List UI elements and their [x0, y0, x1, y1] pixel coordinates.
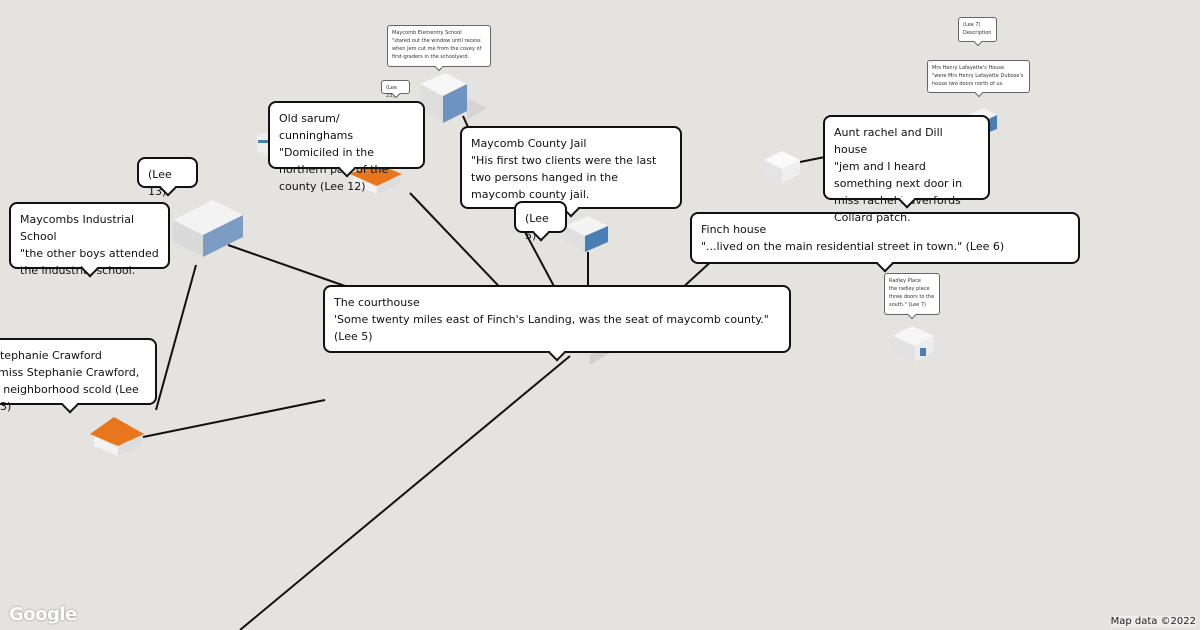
courthouse-text: The courthouse 'Some twenty miles east o… — [334, 296, 769, 343]
dubose-citation-text: (Lee 7) Description — [963, 22, 992, 36]
industrial-citation-text: (Lee 13) — [148, 168, 172, 198]
jail-building-icon[interactable] — [560, 212, 612, 254]
old-sarum-text: Old sarum/ cunninghams "Domiciled in the… — [279, 112, 389, 193]
jail-citation-text: (Lee 5) — [525, 212, 549, 242]
courthouse-info-box[interactable]: The courthouse 'Some twenty miles east o… — [323, 285, 791, 353]
finch-house-icon[interactable] — [760, 148, 804, 186]
stephanie-info-box[interactable]: Stephanie Crawford "miss Stephanie Crawf… — [0, 338, 157, 413]
industrial-school-building-icon[interactable] — [168, 195, 258, 260]
old-sarum-info-box[interactable]: Old sarum/ cunninghams "Domiciled in the… — [268, 101, 425, 193]
elementary-citation-text: (Lee 23) — [386, 85, 397, 99]
radley-info-box[interactable]: Radley Place the radley place three door… — [884, 273, 940, 315]
stephanie-house-icon[interactable] — [86, 414, 148, 458]
dubose-text: Mrs Henry Lafayette's House "were Mrs He… — [932, 65, 1024, 87]
industrial-citation-box[interactable]: (Lee 13) — [137, 157, 198, 198]
industrial-school-info-box[interactable]: Maycombs Industrial School "the other bo… — [9, 202, 170, 277]
aunt-rachel-info-box[interactable]: Aunt rachel and Dill house "jem and I he… — [823, 115, 990, 224]
partial-building-icon[interactable] — [255, 130, 275, 160]
elementary-citation-box[interactable]: (Lee 23) — [381, 80, 410, 99]
google-logo[interactable]: Google — [9, 604, 77, 625]
finch-house-text: Finch house "...lived on the main reside… — [701, 223, 1005, 253]
map-attribution[interactable]: Map data ©2022 — [1110, 616, 1196, 627]
stephanie-text: Stephanie Crawford "miss Stephanie Crawf… — [0, 349, 140, 413]
dubose-info-box[interactable]: Mrs Henry Lafayette's House "were Mrs He… — [927, 60, 1030, 93]
elementary-school-info-box[interactable]: Maycomb Elementry School "stared out the… — [387, 25, 491, 67]
jail-info-box[interactable]: Maycomb County Jail "His first two clien… — [460, 126, 682, 209]
elementary-school-text: Maycomb Elementry School "stared out the… — [392, 30, 482, 60]
radley-house-icon[interactable] — [890, 322, 940, 364]
elementary-school-building-icon[interactable] — [415, 68, 490, 126]
jail-citation-box[interactable]: (Lee 5) — [514, 201, 567, 242]
industrial-school-text: Maycombs Industrial School "the other bo… — [20, 213, 159, 277]
radley-text: Radley Place the radley place three door… — [889, 278, 935, 308]
dubose-citation-box[interactable]: (Lee 7) Description — [958, 17, 997, 42]
aunt-rachel-text: Aunt rachel and Dill house "jem and I he… — [834, 126, 963, 224]
jail-text: Maycomb County Jail "His first two clien… — [471, 137, 657, 201]
